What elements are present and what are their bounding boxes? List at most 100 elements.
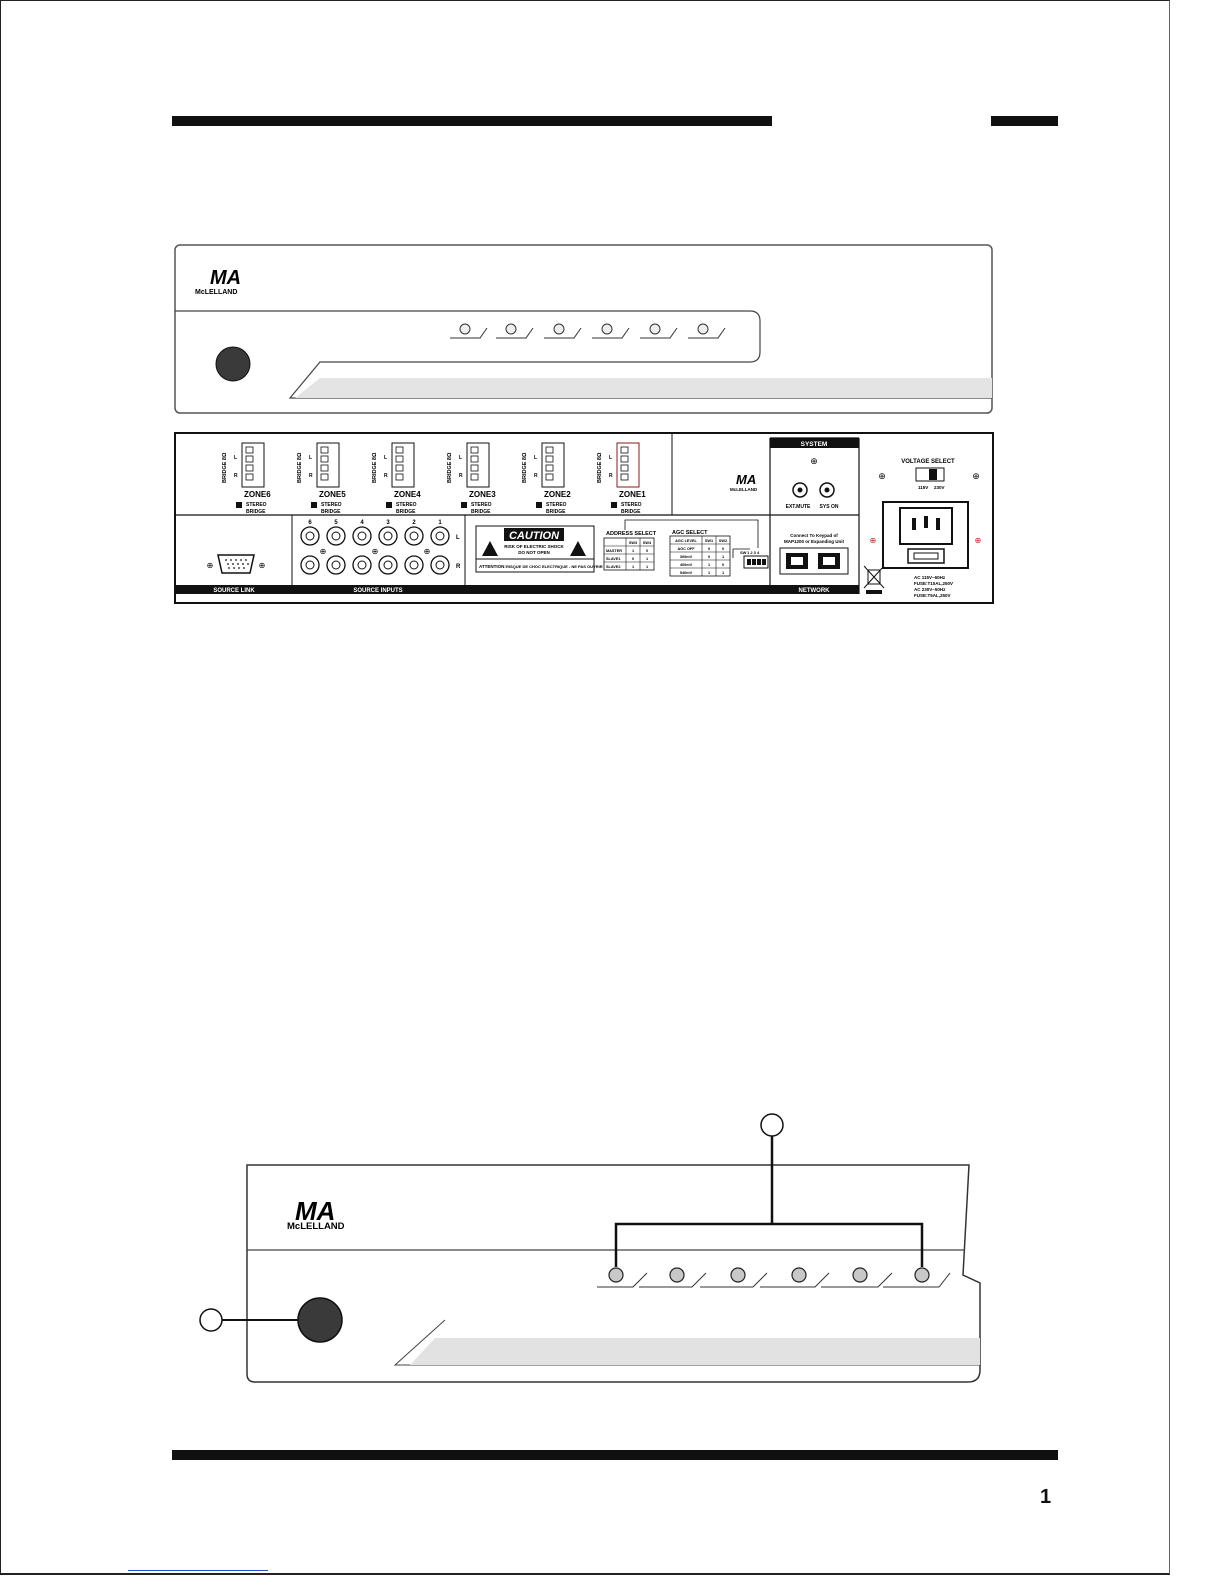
stereo-label: STEREO xyxy=(246,502,267,508)
header-rule-left xyxy=(172,116,772,126)
address-select-table: ADDRESS SELECT SW3 SW4 MASTER 1 0 SLAVE1… xyxy=(603,531,657,571)
table-cell: 0 xyxy=(708,555,710,559)
svg-text:⊕: ⊕ xyxy=(207,561,214,570)
bridge-mode-label: BRIDGE xyxy=(471,509,491,515)
zone-label: ZONE3 xyxy=(469,490,496,499)
table-header: SW1 xyxy=(705,539,713,543)
power-knob[interactable] xyxy=(215,346,251,382)
input-number: 5 xyxy=(334,520,338,526)
table-cell: 300mV xyxy=(680,555,693,559)
zone-3: BRIDGE 8Ω L R ZONE3 STEREO BRIDGE xyxy=(447,442,496,515)
bridge-mode-label: BRIDGE xyxy=(321,509,341,515)
table-cell: SLAVE2 xyxy=(606,565,621,569)
stereo-label: STEREO xyxy=(471,502,492,508)
table-cell: 1 xyxy=(632,565,634,569)
caution-line2: DO NOT OPEN xyxy=(518,550,550,555)
source-link-label: SOURCE LINK xyxy=(213,588,255,594)
zone-label: ZONE4 xyxy=(394,490,421,499)
warning-icon xyxy=(570,541,586,556)
table-cell: SLAVE1 xyxy=(606,557,621,561)
zone-1: BRIDGE 8Ω L R ZONE1 STEREO BRIDGE xyxy=(597,442,646,515)
zone-indicator-leds xyxy=(597,1267,951,1288)
footer-rule xyxy=(172,1450,1058,1460)
stereo-label: STEREO xyxy=(621,502,642,508)
table-cell: MASTER xyxy=(606,549,622,553)
weee-bin-icon xyxy=(863,565,885,594)
power-line4: FUSE:T5AL,250V xyxy=(914,593,951,598)
table-cell: 1 xyxy=(708,571,710,575)
bridge-label: BRIDGE 8Ω xyxy=(522,452,528,483)
footer-link-underline xyxy=(128,1570,268,1571)
bridge-label: BRIDGE 8Ω xyxy=(372,452,378,483)
bridge-mode-label: BRIDGE xyxy=(546,509,566,515)
source-inputs-label: SOURCE INPUTS xyxy=(353,588,402,594)
svg-text:⊕: ⊕ xyxy=(259,561,266,570)
bridge-mode-label: BRIDGE xyxy=(246,509,266,515)
network-port-1[interactable] xyxy=(786,553,808,569)
power-knob[interactable] xyxy=(297,1297,343,1343)
network-label: NETWORK xyxy=(799,588,831,594)
pin-r: R xyxy=(534,473,538,479)
power-line3: AC 230V~50Hz xyxy=(914,587,946,592)
caution-label: CAUTION RISK OF ELECTRIC SHOCK DO NOT OP… xyxy=(475,525,603,573)
zone-indicator-leds xyxy=(450,323,726,339)
table-header: AGC LEVEL xyxy=(675,539,697,543)
attention-text: RISQUE DE CHOC ELECTRIQUE - NE PAS OUVRI… xyxy=(506,564,603,569)
table-cell: 400mV xyxy=(680,563,693,567)
screw-icon: ⊕ xyxy=(878,471,886,481)
pin-r: R xyxy=(309,473,313,479)
bridge-label: BRIDGE 8Ω xyxy=(447,452,453,483)
zone-2: BRIDGE 8Ω L R ZONE2 STEREO BRIDGE xyxy=(522,442,571,515)
header-rule-right xyxy=(991,116,1058,126)
front-logo: MA McLELLAND xyxy=(195,267,241,296)
screw-icon: ⊕ xyxy=(972,471,980,481)
caution-line1: RISK OF ELECTRIC SHOCK xyxy=(504,544,564,549)
brand-name: McLELLAND xyxy=(287,1221,345,1232)
stereo-label: STEREO xyxy=(396,502,417,508)
pin-l: L xyxy=(609,455,612,461)
left-channel-label: L xyxy=(456,535,460,541)
address-select-title: ADDRESS SELECT xyxy=(606,531,657,537)
voltage-230-label: 230V xyxy=(934,485,945,490)
table-cell: 0 xyxy=(632,557,634,561)
ext-mute-label: EXT.MUTE xyxy=(786,504,811,510)
screw-icon: ⊕ xyxy=(870,536,877,545)
table-cell: 1 xyxy=(632,549,634,553)
zone-label: ZONE1 xyxy=(619,490,646,499)
brand-name: McLELLAND xyxy=(195,289,237,296)
svg-text:⊕: ⊕ xyxy=(372,547,379,556)
input-number: 1 xyxy=(438,520,442,526)
table-header: SW4 xyxy=(643,541,652,545)
dip-switch[interactable]: SW 1 2 3 4 xyxy=(624,519,769,569)
power-line1: AC 115V~60Hz xyxy=(914,575,946,580)
front-panel-figure: MA McLELLAND xyxy=(174,244,993,414)
stereo-label: STEREO xyxy=(546,502,567,508)
detail-logo: MA McLELLAND xyxy=(287,1196,345,1232)
dip-numbers: 1 2 3 4 xyxy=(747,550,760,555)
pin-r: R xyxy=(234,473,238,479)
input-number: 4 xyxy=(360,520,364,526)
svg-text:⊕: ⊕ xyxy=(424,547,431,556)
zone-label: ZONE2 xyxy=(544,490,571,499)
table-cell: 1 xyxy=(722,571,724,575)
voltage-title: VOLTAGE SELECT xyxy=(901,459,955,465)
pin-l: L xyxy=(459,455,462,461)
bridge-label: BRIDGE 8Ω xyxy=(597,452,603,483)
leds-callout xyxy=(614,1113,924,1267)
table-cell: 540mV xyxy=(680,571,693,575)
table-cell: 0 xyxy=(646,549,648,553)
agc-select-table: AGC SELECT AGC LEVEL SW1 SW2 AGC OFF 0 0… xyxy=(669,530,731,577)
table-cell: 1 xyxy=(646,565,648,569)
logo-mark: MA xyxy=(736,472,756,487)
front-panel-detail-figure: MA McLELLAND xyxy=(199,1113,981,1383)
zone-label: ZONE5 xyxy=(319,490,346,499)
right-channel-label: R xyxy=(456,564,461,570)
pin-r: R xyxy=(609,473,613,479)
network-connect-line1: Connect To Keypad of xyxy=(790,533,838,538)
network-port-2[interactable] xyxy=(818,553,840,569)
source-link-port[interactable]: ⊕ ⊕ xyxy=(207,554,266,574)
stereo-label: STEREO xyxy=(321,502,342,508)
input-number: 3 xyxy=(386,520,390,526)
screw-icon: ⊕ xyxy=(975,536,982,545)
caution-title: CAUTION xyxy=(509,530,560,542)
